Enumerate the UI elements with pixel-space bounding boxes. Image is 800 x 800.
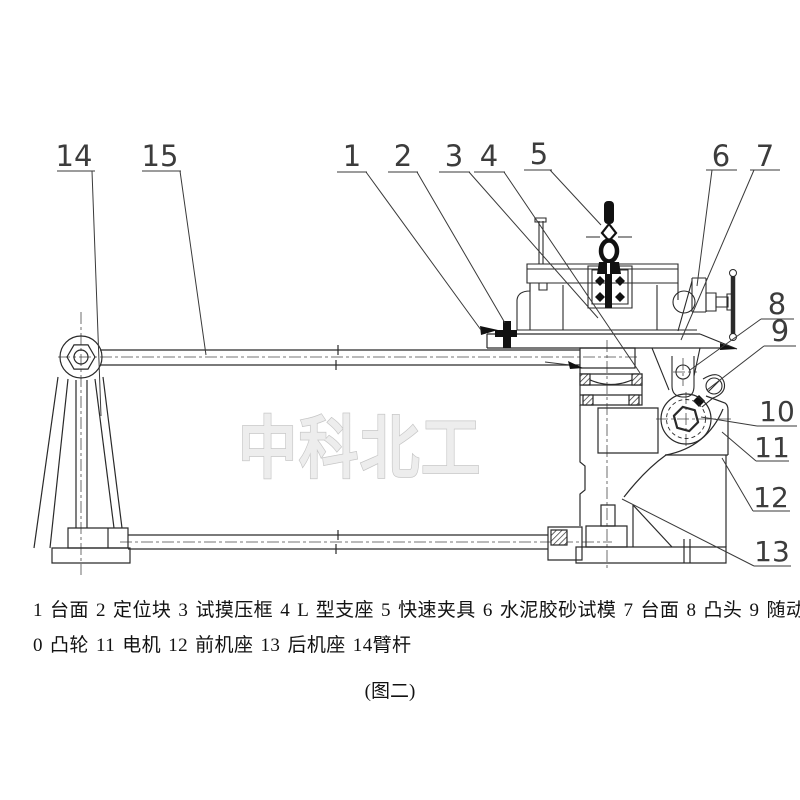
machine-base-body: [576, 348, 726, 563]
handwheel: [730, 270, 737, 341]
positioning-block: [480, 321, 517, 348]
leader-lines: [57, 170, 797, 566]
part-label-11: 11: [754, 431, 790, 464]
leader-2: [388, 172, 505, 323]
part-label-10: 10: [759, 395, 795, 428]
part-label-12: 12: [753, 481, 789, 514]
mold-vise-assembly: [517, 218, 733, 331]
legend-line-2: 0 凸轮 11 电机 12 前机座 13 后机座 14臂杆: [33, 635, 412, 656]
part-label-4: 4: [480, 139, 498, 173]
part-label-3: 3: [445, 139, 463, 173]
part-label-8: 8: [768, 287, 786, 321]
part-label-15: 15: [142, 139, 179, 173]
leader-9: [707, 346, 796, 390]
part-label-13: 13: [754, 535, 790, 568]
leader-arrowhead: [480, 326, 498, 335]
leader-4: [474, 172, 640, 373]
base-rail: [128, 527, 582, 560]
arm-bar: [100, 345, 580, 370]
motor-housing: [624, 396, 728, 547]
leader-3: [439, 172, 598, 318]
pointer-arrow: [545, 361, 583, 369]
leader-10: [701, 417, 797, 426]
leader-11: [722, 432, 789, 461]
part-label-14: 14: [56, 139, 93, 173]
part-label-2: 2: [394, 139, 412, 173]
watermark-text: 中科北工: [238, 410, 482, 489]
part-label-6: 6: [712, 139, 730, 173]
cam-head-bracket: [652, 348, 705, 407]
part-label-numbers: 14 15 1 2 3 4 5 6 7 8 9 10 11 12 13: [56, 137, 795, 568]
leader-13: [622, 499, 791, 566]
arm-pivot-stand: [34, 336, 130, 563]
leader-7: [681, 170, 780, 340]
part-label-1: 1: [343, 139, 361, 173]
figure-label: (图二): [364, 681, 416, 702]
leader-14: [57, 171, 101, 416]
legend-line-1: 1 台面 2 定位块 3 试摸压框 4 L 型支座 5 快速夹具 6 水泥胶砂试…: [33, 600, 800, 621]
part-label-7: 7: [756, 139, 774, 173]
machine-drawing: 中科北工: [0, 137, 800, 578]
leader-1: [337, 172, 481, 330]
leader-5: [524, 170, 601, 225]
part-label-5: 5: [530, 137, 548, 171]
leader-12: [722, 458, 790, 511]
leader-6: [697, 170, 737, 286]
table-plate: [487, 334, 737, 350]
part-label-9: 9: [771, 314, 789, 348]
leader-15: [142, 171, 206, 355]
leader-8: [690, 319, 794, 370]
centerlines: [58, 312, 734, 575]
quick-clamp: [586, 201, 632, 308]
